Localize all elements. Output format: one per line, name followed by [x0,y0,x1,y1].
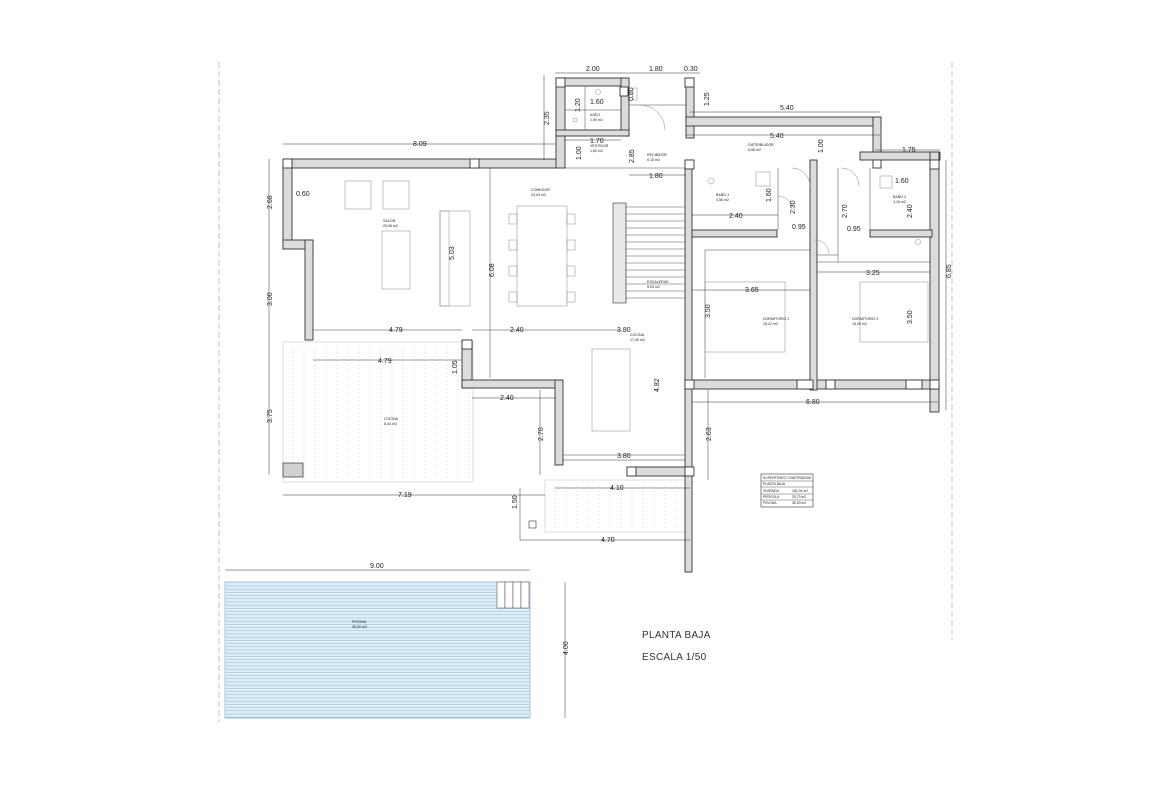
dim-label: 1.00 [818,139,825,153]
dim-label: 1.75 [902,147,916,154]
dim-label: 4.82 [654,378,661,392]
dim-label: 2.35 [544,111,551,125]
surfaces-row-label: VIVIENDA [763,489,780,493]
dim-label: 2.40 [907,204,914,218]
dim-label: 2.00 [586,66,600,73]
furniture [344,87,929,432]
dim-label: 3.50 [705,304,712,318]
surfaces-subheading: PLANTA BAJA [763,482,786,486]
dim-label: 4.00 [563,641,570,655]
dim-label: 2.70 [538,427,545,441]
dim-label: 1.20 [575,98,582,112]
dim-label: 1.60 [766,188,773,202]
dim-label: 5.40 [780,105,794,112]
pool [224,581,531,719]
dim-label: 4.79 [389,327,403,334]
dim-label: 3.75 [267,409,274,423]
dim-label: 2.40 [500,395,514,402]
pergola-terrace [282,341,474,483]
dim-label: 3.00 [267,292,274,306]
dim-label: 1.60 [590,99,604,106]
dimension-labels: 2.00 1.80 0.30 5.40 5.40 1.75 8.09 1.60 … [267,66,953,655]
plan-scale: ESCALA 1/50 [642,652,707,663]
dim-label: 1.80 [649,66,663,73]
surfaces-row-value: 33,73 m2 [792,495,806,499]
stairs [612,202,685,304]
dim-label: 1.50 [512,495,519,509]
dim-label: 0.95 [792,224,806,231]
dim-label: 2.30 [790,200,797,214]
dim-label: 3.80 [617,453,631,460]
dim-label: 5.03 [449,246,456,260]
surfaces-row-value: 181,04 m2 [792,489,808,493]
dim-label: 1.60 [895,178,909,185]
dimension-lines [225,72,947,718]
dim-label: 2.40 [729,213,743,220]
dim-label: 5.40 [770,133,784,140]
dim-label: 0.80 [628,87,635,101]
dim-label: 9.00 [370,563,384,570]
dim-label: 0.95 [847,226,861,233]
walls [282,77,941,573]
dim-label: 6.80 [806,399,820,406]
dim-label: 1.70 [590,138,604,145]
plan-title: PLANTA BAJA [642,630,711,641]
dim-label: 4.79 [378,358,392,365]
dim-label: 6.85 [946,264,953,278]
dim-label: 6.08 [489,263,496,277]
dim-label: 1.25 [704,92,711,106]
dim-label: 8.09 [413,141,427,148]
dim-label: 0.30 [684,66,698,73]
dim-label: 4.70 [601,537,615,544]
dim-label: 1.80 [649,173,663,180]
surfaces-heading: SUPERFICIES CONSTRUIDAS [763,476,812,480]
dim-label: 2.40 [510,327,524,334]
dim-label: 3.65 [745,287,759,294]
surfaces-row-label: PISCINA [763,501,777,505]
surfaces-table: SUPERFICIES CONSTRUIDAS PLANTA BAJA VIVI… [760,473,814,508]
dim-label: 2.70 [842,204,849,218]
surfaces-row-label: PÉRGOLA [763,494,780,499]
dim-label: 2.63 [706,427,713,441]
dim-label: 7.19 [398,492,412,499]
dim-label: 1.00 [576,146,583,160]
dim-label: 0.60 [296,191,310,198]
dim-label: 1.05 [452,360,459,374]
dim-label: 2.68 [267,195,274,209]
dim-label: 2.85 [629,149,636,163]
dim-label: 3.25 [866,270,880,277]
dim-label: 3.80 [617,327,631,334]
interior-lines [313,86,930,456]
surfaces-row-value: 36,00 m2 [792,501,806,505]
dim-label: 3.50 [907,310,914,324]
dim-label: 4.10 [610,485,624,492]
